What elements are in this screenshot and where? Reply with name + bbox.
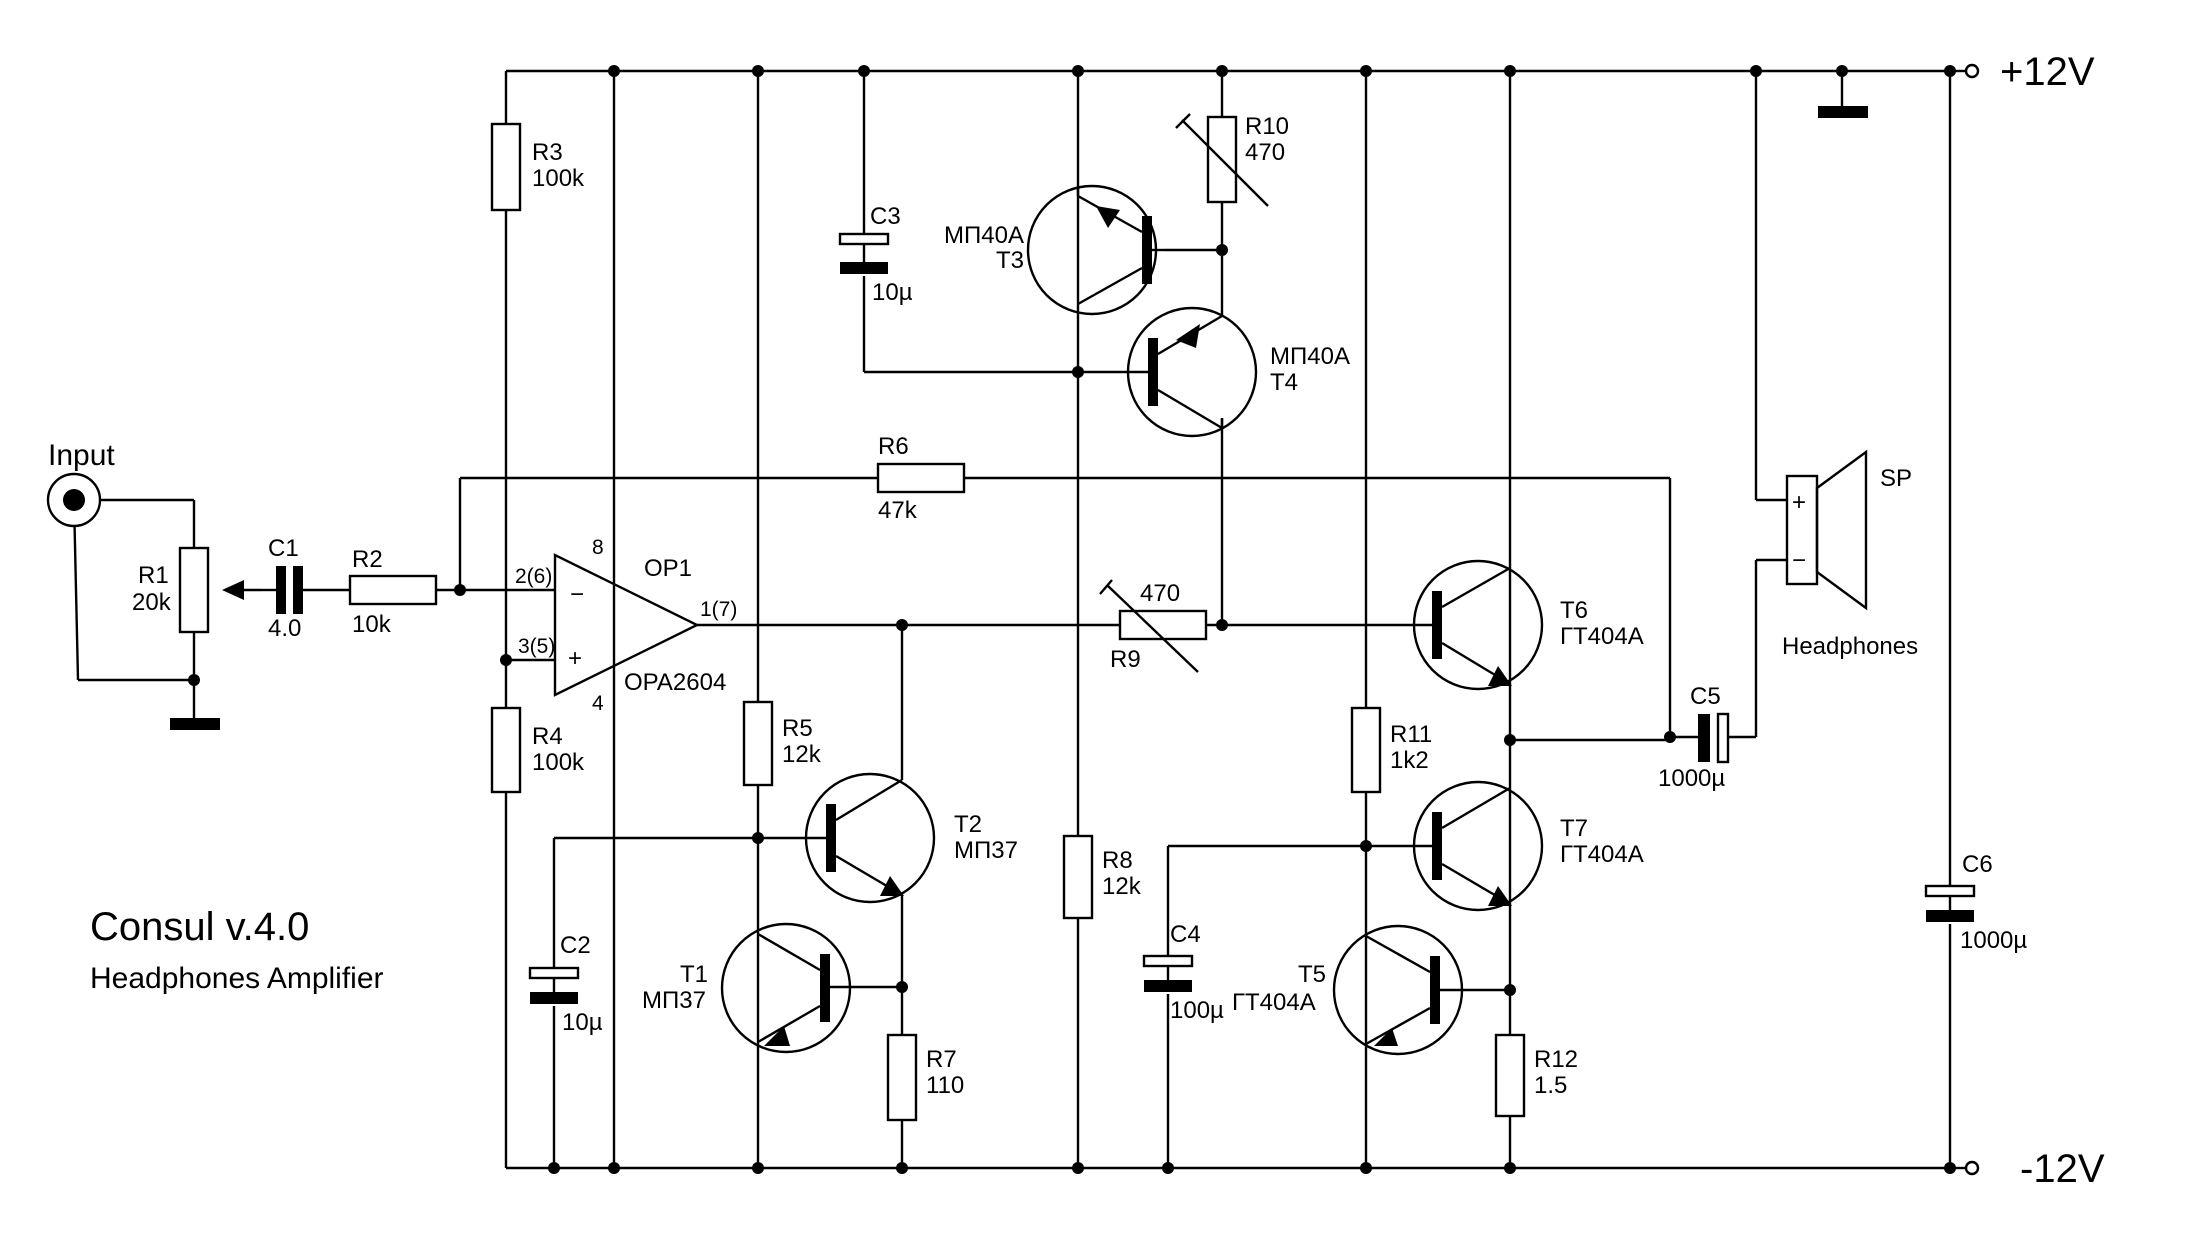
c5-ref: C5 [1690, 683, 1721, 710]
rail-terminals: +12V -12V [1950, 50, 2105, 1191]
opamp-op1: − + 2(6) 3(5) 1(7) 8 4 OP1 OPA2604 [515, 536, 737, 715]
t1-part: МП37 [642, 987, 706, 1014]
headphones-label: Headphones [1782, 633, 1918, 660]
transistor-icon [1412, 559, 1544, 691]
transistor-t7: T7 ГТ404А [1412, 780, 1644, 912]
c2-value: 10µ [562, 1009, 603, 1036]
r11-ref: R11 [1390, 721, 1432, 748]
opamp-minus-sign: − [570, 581, 584, 608]
t5-part: ГТ404А [1232, 989, 1316, 1016]
t6-part: ГТ404А [1560, 623, 1644, 650]
r1-value: 20k [132, 589, 172, 616]
t1-ref: T1 [680, 961, 708, 988]
input-label: Input [48, 439, 115, 472]
r2-ref: R2 [352, 546, 383, 573]
t3-part: МП40А [944, 222, 1024, 249]
r7-value: 110 [926, 1072, 964, 1099]
r7-ref: R7 [926, 1046, 957, 1073]
r6-value: 47k [878, 497, 918, 524]
t7-part: ГТ404А [1560, 841, 1644, 868]
positive-rail-label: +12V [2000, 50, 2095, 94]
negative-rail-label: -12V [2020, 1147, 2105, 1191]
r10-ref: R10 [1245, 113, 1289, 140]
opamp-plus-sign: + [568, 645, 582, 672]
opamp-pin-vminus: 4 [592, 692, 604, 715]
r12-value: 1.5 [1534, 1072, 1567, 1099]
ground-symbols [170, 106, 1868, 730]
resistors: R1 20k R2 10k R3 100k R4 100k R5 12k R6 … [132, 113, 1578, 1122]
wires [72, 69, 1952, 1170]
r9-ref: R9 [1110, 646, 1141, 673]
c6-value: 1000µ [1960, 927, 2027, 954]
transistor-t6: T6 ГТ404А [1412, 559, 1644, 691]
r4-ref: R4 [532, 723, 563, 750]
junction-dots [188, 65, 1956, 1174]
r11-value: 1k2 [1390, 747, 1429, 774]
speaker-plus: + [1792, 489, 1806, 516]
c5-value: 1000µ [1658, 765, 1725, 792]
ground-icon-top [1818, 106, 1868, 118]
t4-ref: T4 [1270, 369, 1298, 396]
c1-ref: C1 [268, 535, 299, 562]
c3-ref: C3 [870, 203, 901, 230]
t2-part: МП37 [954, 837, 1018, 864]
transistors: МП40А T3 МП40А T4 T6 ГТ404А [642, 184, 1644, 1056]
c1-value: 4.0 [268, 615, 301, 642]
transistor-icon [804, 772, 936, 904]
page-subtitle: Headphones Amplifier [90, 962, 384, 995]
transistor-t3: МП40А T3 [944, 184, 1165, 316]
r8-ref: R8 [1102, 847, 1133, 874]
c3-value: 10µ [872, 279, 913, 306]
ground-icon-input [170, 718, 220, 730]
transistor-icon [1332, 924, 1464, 1056]
t6-ref: T6 [1560, 597, 1588, 624]
speaker-minus: − [1792, 547, 1806, 574]
opamp-pin-inverting: 2(6) [515, 565, 552, 588]
page-title: Consul v.4.0 [90, 905, 309, 949]
r3-ref: R3 [532, 139, 563, 166]
t5-ref: T5 [1298, 961, 1326, 988]
input-jack: Input [46, 439, 115, 528]
r4-value: 100k [532, 749, 585, 776]
sp-ref: SP [1880, 465, 1912, 492]
r8-value: 12k [1102, 873, 1142, 900]
c6-ref: C6 [1962, 851, 1993, 878]
opamp-pin-noninverting: 3(5) [518, 635, 555, 658]
transistor-t2: T2 МП37 [804, 770, 1018, 904]
opamp-icon [553, 553, 700, 697]
title-block: Consul v.4.0 Headphones Amplifier [90, 905, 384, 995]
capacitors: C1 4.0 C2 10µ C3 10µ C4 100µ C5 1000µ C6… [268, 203, 2027, 1036]
opamp-pin-vplus: 8 [592, 536, 604, 559]
transistor-t5: T5 ГТ404А [1232, 924, 1464, 1056]
opamp-pin-output: 1(7) [700, 598, 737, 621]
r3-value: 100k [532, 165, 585, 192]
r5-value: 12k [782, 741, 822, 768]
c4-value: 100µ [1170, 997, 1224, 1024]
r9-value: 470 [1140, 580, 1180, 607]
op1-ref: OP1 [644, 555, 692, 582]
r5-ref: R5 [782, 715, 813, 742]
transistor-t1: T1 МП37 [642, 922, 852, 1054]
transistor-t4: МП40А T4 [1078, 250, 1350, 438]
c4-ref: C4 [1170, 921, 1201, 948]
op1-part: OPA2604 [624, 669, 726, 696]
t3-ref: T3 [996, 247, 1024, 274]
t7-ref: T7 [1560, 815, 1588, 842]
r12-ref: R12 [1534, 1046, 1578, 1073]
r1-ref: R1 [138, 562, 169, 589]
r10-value: 470 [1245, 139, 1285, 166]
transistor-icon [1412, 780, 1544, 912]
t4-part: МП40А [1270, 343, 1350, 370]
headphones-speaker: + − SP Headphones [1782, 449, 1918, 660]
r6-ref: R6 [878, 433, 909, 460]
t2-ref: T2 [954, 811, 982, 838]
r2-value: 10k [352, 611, 392, 638]
c2-ref: C2 [560, 932, 591, 959]
